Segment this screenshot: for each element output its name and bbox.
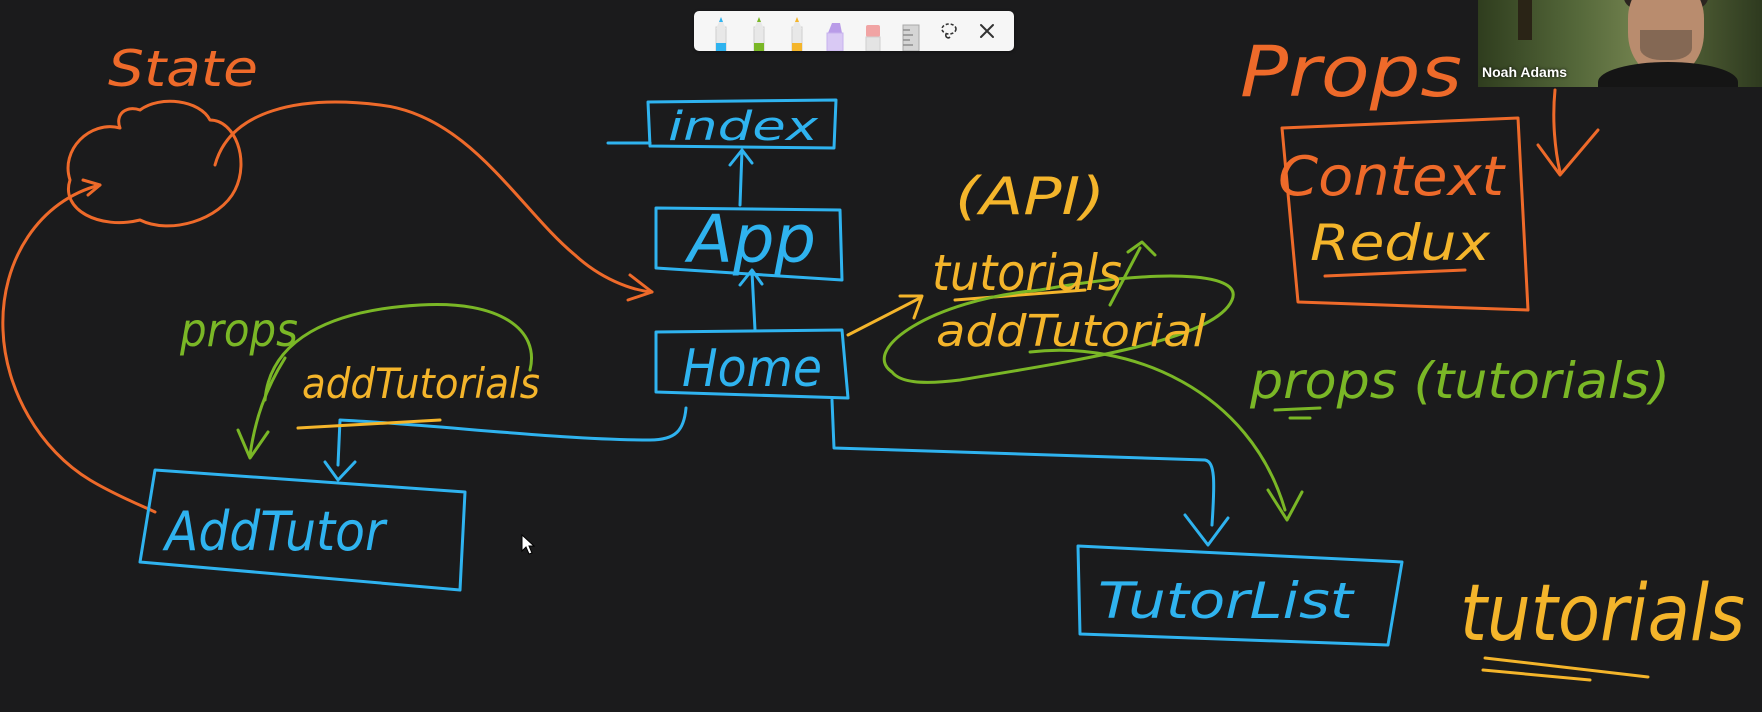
state-arrowhead: [81, 178, 102, 197]
tutorials-label: tutorials: [932, 244, 1122, 302]
yellow-pen-tool[interactable]: [783, 11, 811, 51]
participant-beard: [1640, 30, 1692, 60]
tutor-list-label: TutorList: [1098, 572, 1356, 630]
close-icon: [980, 24, 994, 38]
pen-icon: [791, 17, 803, 51]
props-down-arrowhead: [1536, 128, 1600, 177]
tutorials-ellipse: [882, 274, 1235, 384]
api-label: (API): [955, 167, 1105, 227]
props-green-arrow: [236, 356, 287, 460]
home-to-tutorials-arrow: [846, 294, 924, 337]
addtutorials-underline: [296, 418, 442, 430]
tutorials-big-underline-1: [1483, 656, 1650, 679]
redux-underline: [1323, 268, 1467, 278]
index-box: [646, 98, 838, 150]
ruler-icon: [902, 24, 920, 51]
props-tutorials-label: props (tutorials): [1249, 352, 1670, 410]
addtutor-box: [138, 468, 467, 592]
lasso-tool[interactable]: [935, 11, 963, 51]
tutorials-green-up-arrow: [1108, 240, 1157, 307]
app-to-index-arrow: [728, 148, 754, 207]
index-label: index: [668, 104, 818, 150]
app-box: [654, 206, 844, 282]
blue-pen-tool[interactable]: [707, 11, 735, 51]
redux-label: Redux: [1310, 214, 1490, 272]
home-box: [654, 328, 850, 400]
highlighter-icon: [826, 23, 844, 51]
purple-highlighter-tool[interactable]: [821, 11, 849, 51]
add-tutorial-label: addTutorial: [936, 306, 1207, 357]
home-to-tutorlist-arrowhead: [1183, 513, 1230, 547]
add-tutorials-label: addTutorials: [302, 359, 540, 408]
context-redux-box: [1280, 116, 1530, 312]
tutorials-big-label: tutorials: [1460, 569, 1745, 659]
props-green-arc: [263, 302, 533, 402]
state-to-app-arrow: [213, 100, 654, 294]
eraser-icon: [865, 25, 881, 51]
props-left-label: props: [179, 303, 298, 357]
props-green-underline: [1273, 406, 1322, 420]
context-label: Context: [1278, 145, 1506, 208]
props-title: Props: [1240, 31, 1462, 113]
pen-icon: [753, 17, 765, 51]
lasso-icon: [941, 23, 957, 39]
home-label: Home: [682, 339, 822, 399]
home-to-addtutor-arrow: [336, 406, 688, 467]
video-tree-trunk: [1518, 0, 1532, 40]
home-to-addtutor-arrowhead: [323, 460, 357, 482]
state-to-app-arrowhead: [626, 273, 654, 302]
home-to-app-arrow: [738, 268, 764, 332]
ruler-tool[interactable]: [897, 11, 925, 51]
tutorials-underline: [953, 288, 1087, 302]
pen-icon: [715, 17, 727, 51]
drawing-toolbar: [694, 11, 1014, 51]
close-toolbar-button[interactable]: [973, 11, 1001, 51]
mouse-cursor-icon: [521, 534, 535, 555]
eraser-tool[interactable]: [859, 11, 887, 51]
state-cloud: [66, 99, 243, 228]
tutorials-big-underline-2: [1481, 668, 1592, 682]
app-label: App: [684, 201, 816, 278]
participant-shirt: [1598, 62, 1738, 87]
participant-name-label: Noah Adams: [1482, 64, 1568, 80]
state-label: State: [108, 40, 258, 98]
add-tutor-label: AddTutor: [162, 500, 387, 563]
green-pen-tool[interactable]: [745, 11, 773, 51]
home-to-tutorlist-arrow: [830, 398, 1216, 527]
tutorials-green-arrow: [1028, 348, 1304, 522]
participant-video-tile[interactable]: Noah Adams: [1478, 0, 1762, 87]
props-down-arrow: [1552, 88, 1562, 174]
tutorlist-box: [1076, 544, 1404, 647]
state-to-addtutor-line: [1, 183, 157, 514]
